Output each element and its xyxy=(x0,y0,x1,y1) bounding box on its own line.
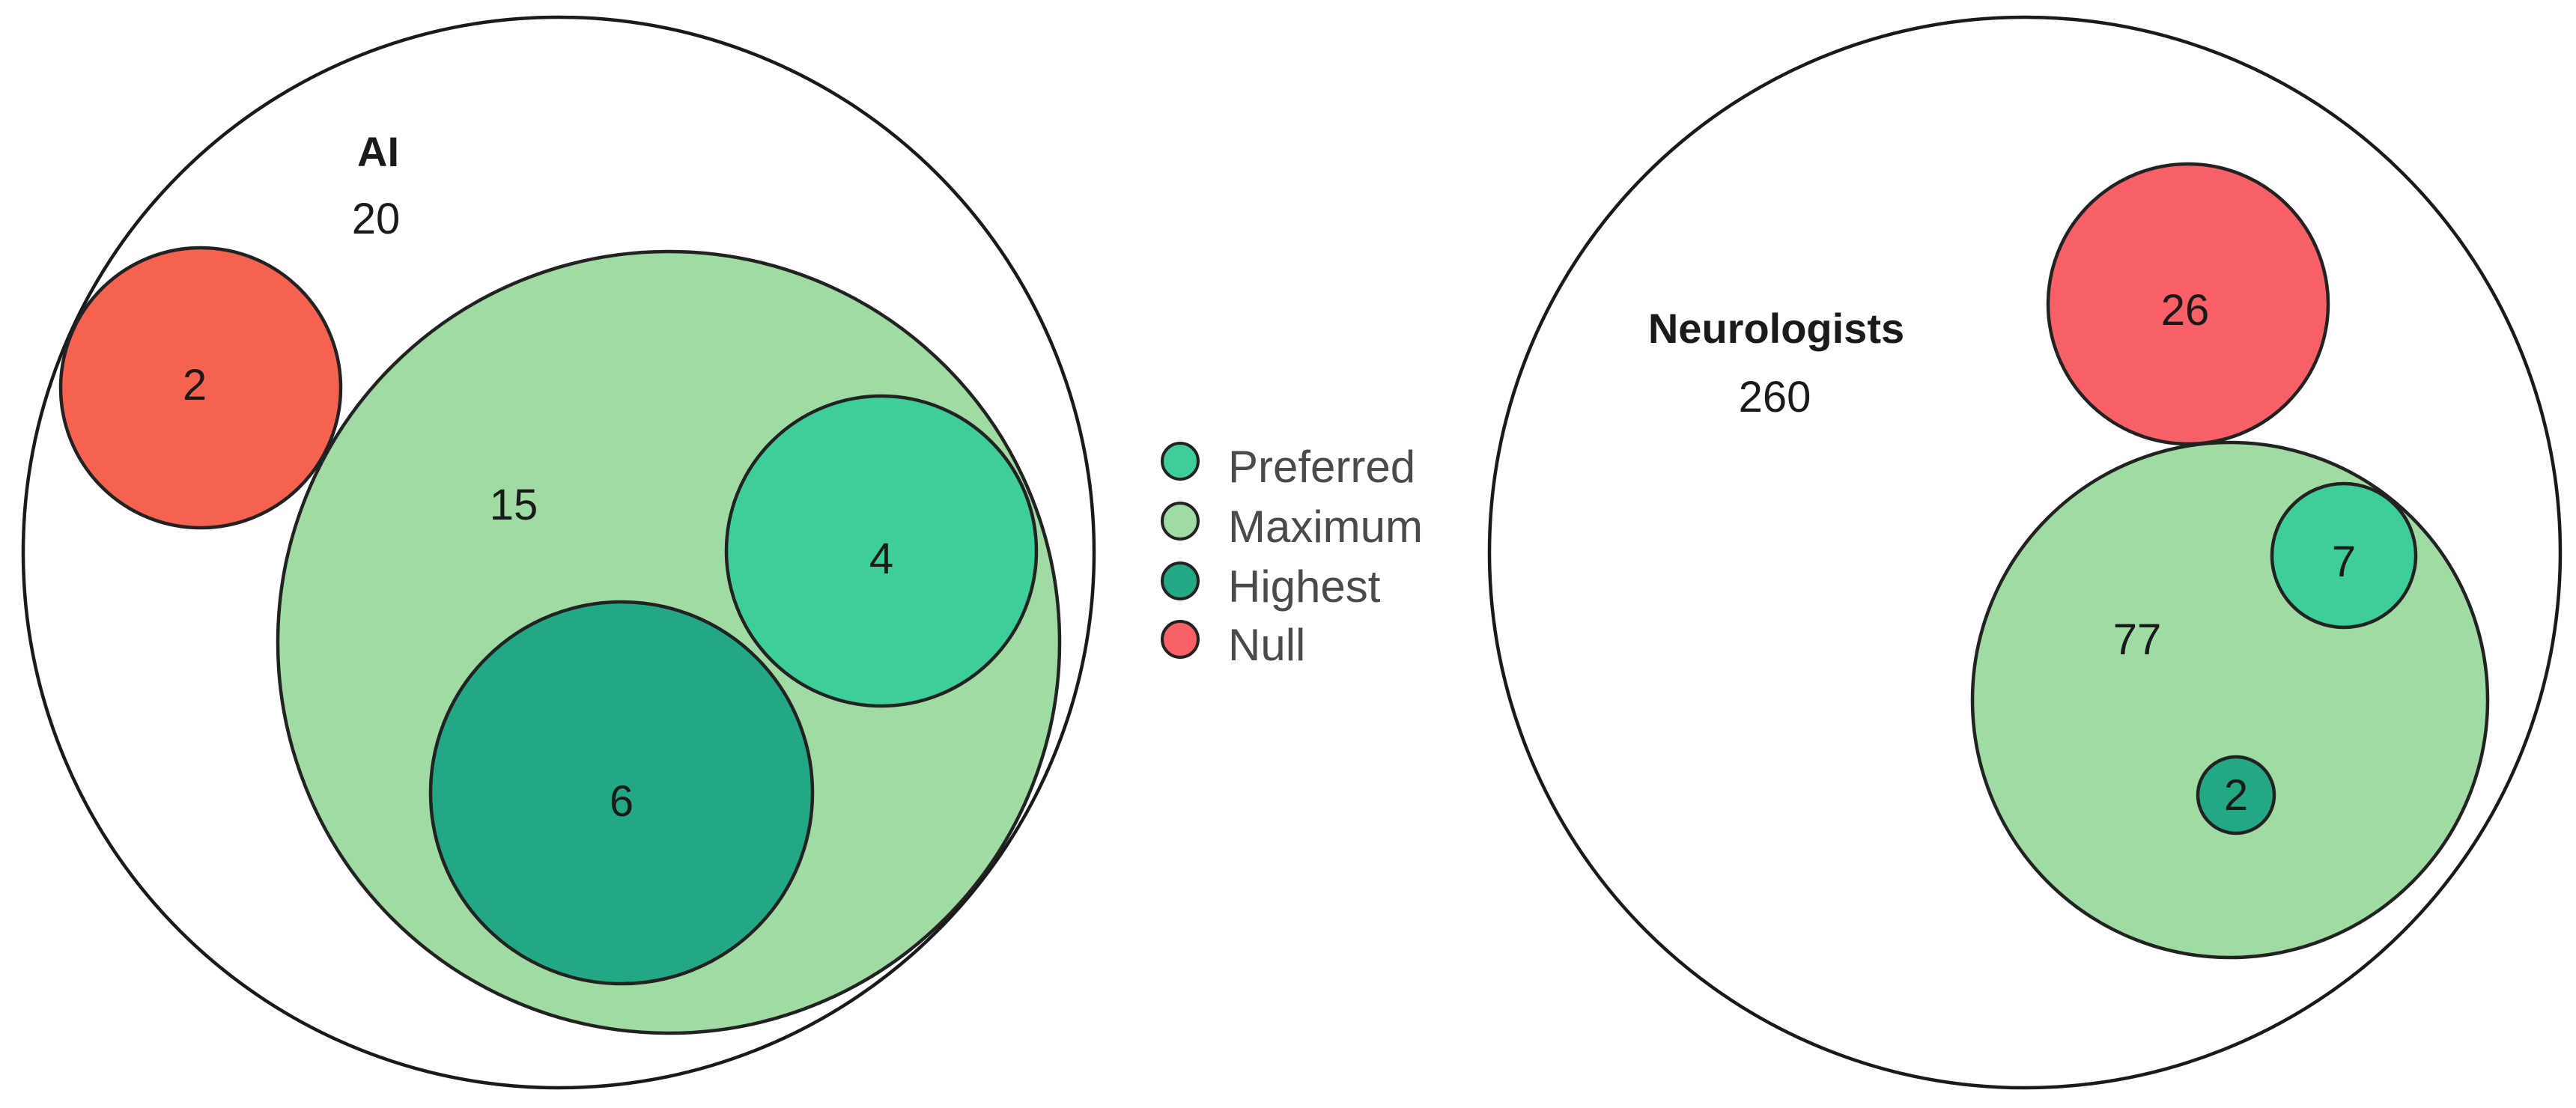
ai-highest-circle xyxy=(428,600,815,986)
legend-swatch-null xyxy=(1161,620,1200,659)
ai-null-count: 2 xyxy=(183,361,207,410)
ai-group: AI 20 15 4 6 2 xyxy=(21,15,1096,1090)
neurologists-highest-circle xyxy=(2196,755,2276,835)
neurologists-title: Neurologists xyxy=(1648,305,1904,352)
legend-item-preferred: Preferred xyxy=(1161,442,1415,492)
legend-item-highest: Highest xyxy=(1161,561,1381,612)
ai-null-circle xyxy=(58,246,343,530)
legend-label-preferred: Preferred xyxy=(1228,442,1415,492)
legend-label-highest: Highest xyxy=(1228,561,1381,612)
legend-swatch-highest xyxy=(1161,561,1200,600)
ai-highest-count: 6 xyxy=(610,777,634,826)
neurologists-null-count: 26 xyxy=(2161,286,2210,335)
legend-item-maximum: Maximum xyxy=(1161,502,1423,552)
neurologists-group: Neurologists 260 26 77 7 2 xyxy=(1487,15,2563,1090)
neurologists-maximum-circle xyxy=(1970,440,2490,960)
ai-maximum-count: 15 xyxy=(490,481,538,529)
ai-preferred-circle xyxy=(724,394,1039,708)
neurologists-null-circle xyxy=(2046,162,2330,446)
legend-item-null: Null xyxy=(1161,620,1305,670)
neurologists-maximum-count: 77 xyxy=(2113,615,2162,664)
neurologists-preferred-count: 7 xyxy=(2332,538,2356,586)
legend-swatch-preferred xyxy=(1161,442,1200,481)
neurologists-preferred-circle xyxy=(2270,481,2418,630)
legend-label-null: Null xyxy=(1228,620,1305,670)
neurologists-highest-count: 2 xyxy=(2224,771,2248,820)
legend-swatch-maximum xyxy=(1161,502,1200,541)
ai-total-count: 20 xyxy=(352,195,401,243)
neurologists-total-count: 260 xyxy=(1739,373,1811,421)
ai-preferred-count: 4 xyxy=(869,535,893,583)
ai-title: AI xyxy=(357,128,399,175)
legend-label-maximum: Maximum xyxy=(1228,502,1423,552)
legend: Preferred Maximum Highest Null xyxy=(1161,442,1423,670)
